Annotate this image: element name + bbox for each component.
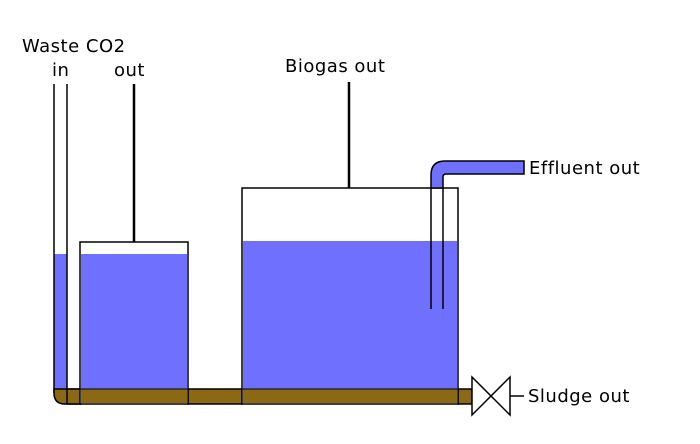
pipe-segment-right [457,388,473,405]
valve-icon[interactable] [471,375,511,417]
effluent-pipe [430,160,525,309]
label-out: out [114,60,145,81]
large-tank-liquid [243,241,457,389]
label-biogas-out: Biogas out [285,56,385,77]
pipe-segment-middle [187,388,243,405]
small-tank [79,84,189,405]
pipe-segment-left [66,388,82,405]
small-tank-liquid [81,254,187,389]
large-tank-sludge [243,389,457,403]
label-waste-co2: Waste CO2 [22,36,126,57]
effluent-pipe-body [430,160,525,189]
label-sludge-out: Sludge out [528,386,630,407]
label-effluent-out: Effluent out [529,158,640,179]
large-tank [241,82,459,405]
label-in: in [52,60,69,81]
inlet-column [53,84,68,393]
inlet-liquid [54,254,67,391]
small-tank-sludge [81,389,187,403]
sludge-valve[interactable] [471,375,524,417]
